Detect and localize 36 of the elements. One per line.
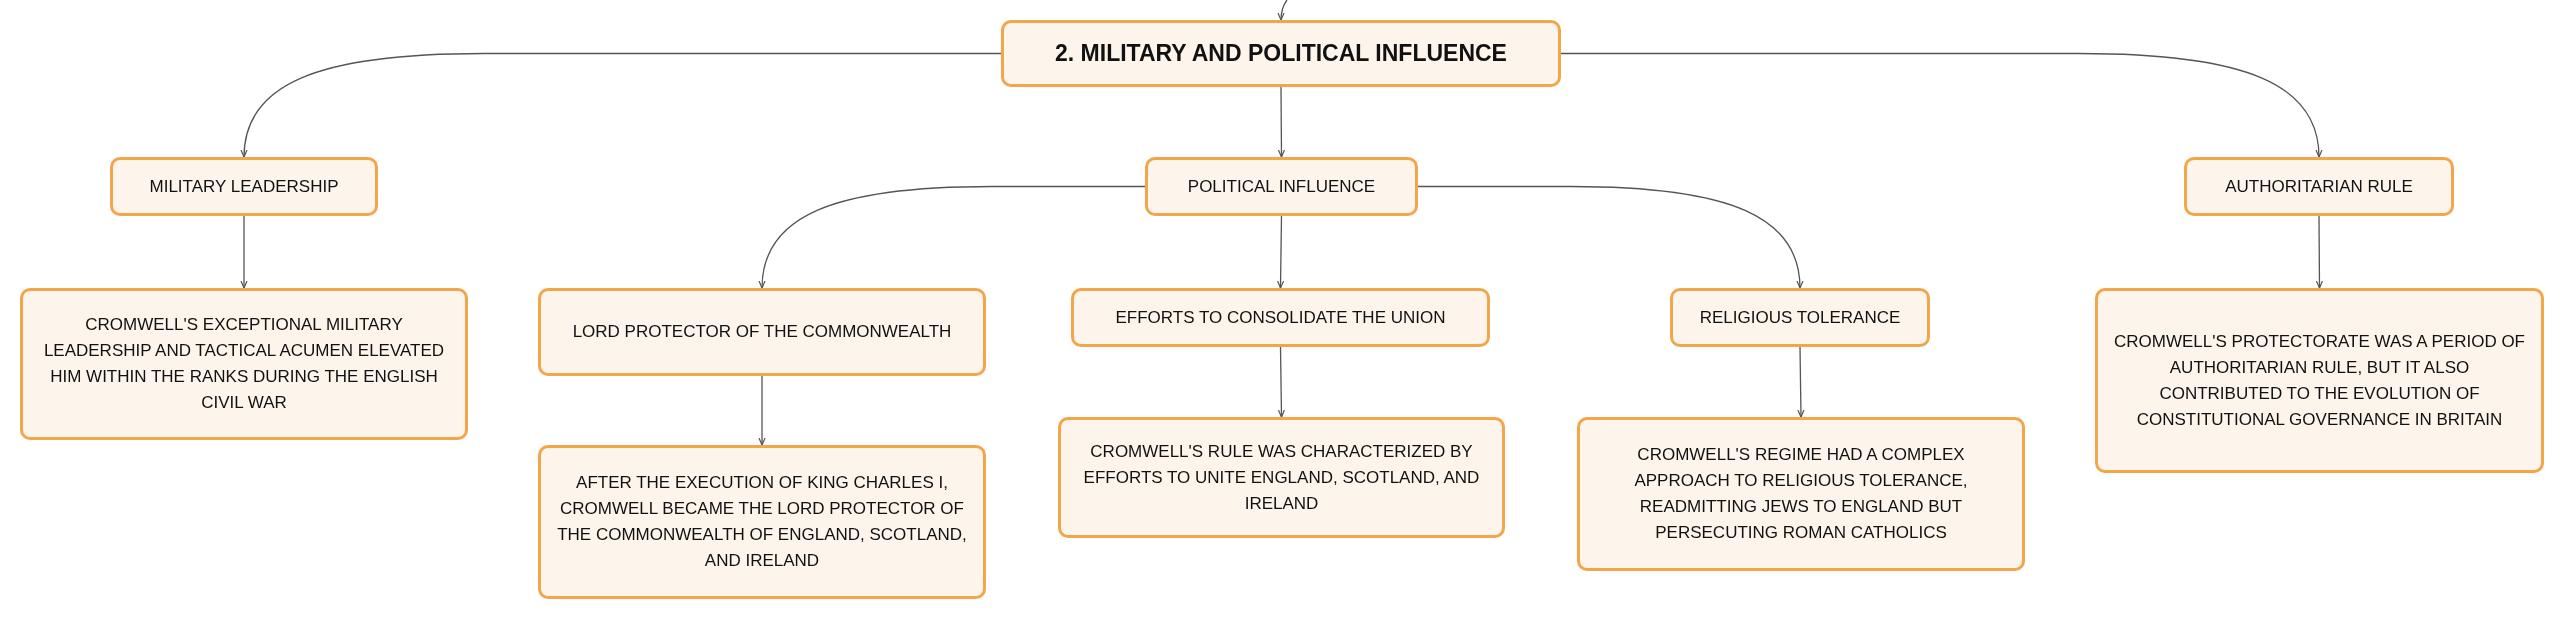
- topic-box: [1001, 20, 1561, 87]
- subtopic-box: [538, 445, 986, 599]
- node-text: EFFORTS TO CONSOLIDATE THE UNION: [1115, 306, 1446, 329]
- node-text: POLITICAL INFLUENCE: [1187, 175, 1376, 198]
- node-text: LORD PROTECTOR OF THE COMMONWEALTH: [572, 321, 952, 343]
- connector-line: [241, 52, 1002, 158]
- connector-line: [758, 375, 766, 446]
- connector-line: [1277, 346, 1285, 418]
- connector-line: [759, 185, 1146, 289]
- node-text: MILITARY LEADERSHIP: [149, 175, 339, 198]
- connector-line: [1417, 185, 1803, 289]
- subtopic-box: [1670, 288, 1930, 347]
- node-text: CROMWELL'S PROTECTORATE WAS A PERIOD OF AUTHORITARIAN RULE, BUT IT ALSO CONTRIBUTED TO THE EVOLUTION OF CONSTITUTIONAL GOVERNANCE IN BRITAIN: [2113, 330, 2526, 431]
- node-text: CROMWELL'S EXCEPTIONAL MILITARY LEADERSHIP AND TACTICAL ACUMEN ELEVATED HIM WITHIN THE RANKS DURING THE ENGLISH CIVIL WAR: [42, 314, 446, 414]
- node-text: CROMWELL'S RULE WAS CHARACTERIZED BY EFFORTS TO UNITE ENGLAND, SCOTLAND, AND IRELAND: [1082, 440, 1481, 515]
- connector-line: [2315, 215, 2324, 289]
- subtopic-box: [1145, 157, 1418, 216]
- node-text: RELIGIOUS TOLERANCE: [1699, 306, 1901, 329]
- subtopic-box: [1577, 417, 2025, 571]
- connector-line: [1797, 346, 1805, 418]
- node-text: AFTER THE EXECUTION OF KING CHARLES I, CROMWELL BECAME THE LORD PROTECTOR OF THE COMMONWEALTH OF ENGLAND, SCOTLAND, AND IRELAND: [556, 472, 968, 572]
- subtopic-box: [1058, 417, 1505, 538]
- connector-line: [240, 215, 248, 289]
- subtopic-box: [2184, 157, 2454, 216]
- subtopic-box: [2095, 288, 2544, 473]
- topic-title: 2. MILITARY AND POLITICAL INFLUENCE: [1055, 39, 1507, 69]
- connector-line: [1277, 215, 1285, 289]
- connector-line: [1560, 52, 2322, 158]
- node-text: CROMWELL'S REGIME HAD A COMPLEX APPROACH TO RELIGIOUS TOLERANCE, READMITTING JEWS TO ENGLAND BUT PERSECUTING ROMAN CATHOLICS: [1633, 444, 1969, 544]
- connector-line: [1277, 0, 1288, 21]
- subtopic-box: [20, 288, 468, 440]
- subtopic-box: [1071, 288, 1490, 347]
- node-text: AUTHORITARIAN RULE: [2225, 175, 2413, 198]
- subtopic-box: [110, 157, 378, 216]
- subtopic-box: [538, 288, 986, 376]
- connector-line: [1277, 86, 1286, 158]
